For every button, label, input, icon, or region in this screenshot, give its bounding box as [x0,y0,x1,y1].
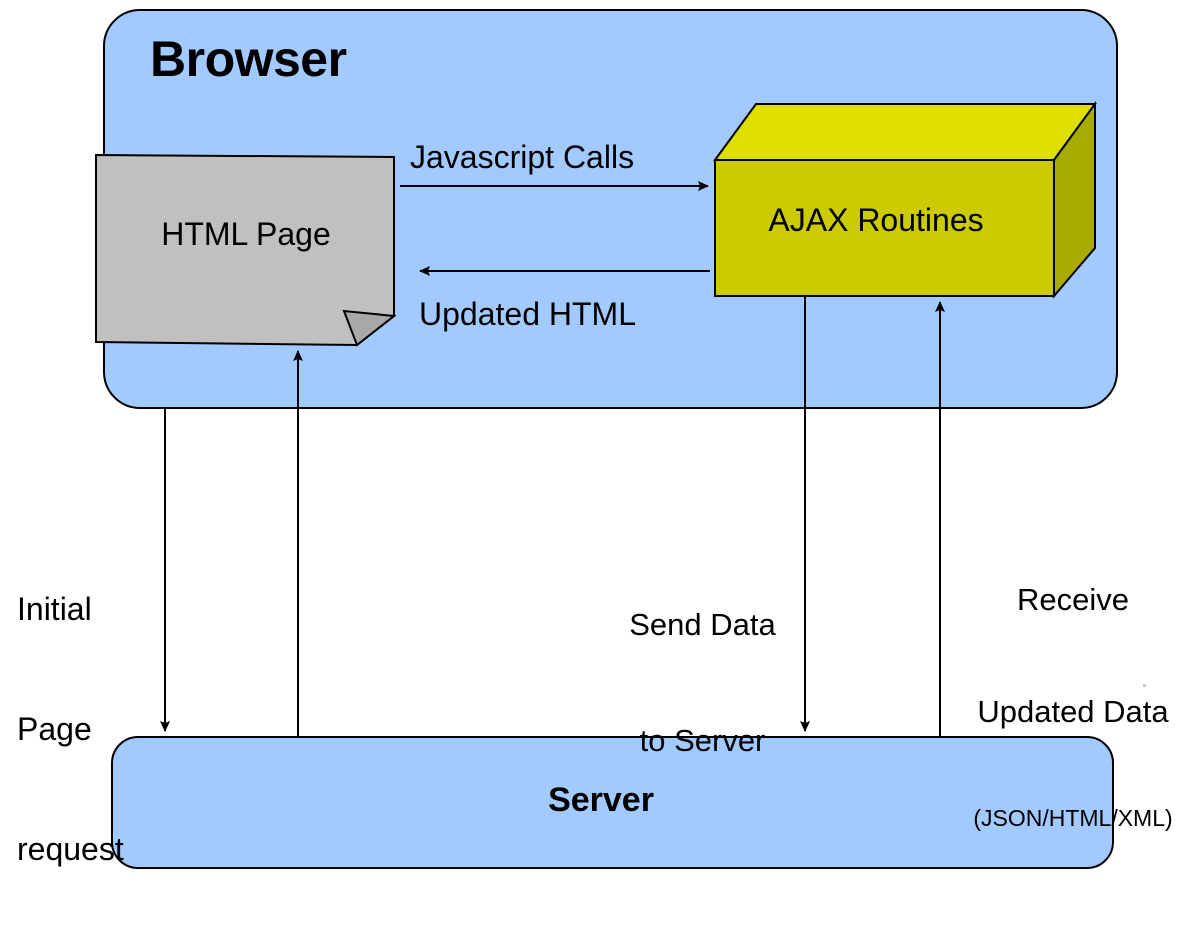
html-page-node [95,153,397,347]
ajax-cube-front-face [714,159,1055,297]
ajax-routines-node [713,100,1097,299]
initial-page-request-line-1: Initial [17,591,92,627]
browser-title: Browser [150,31,347,87]
initial-page-request-line-3: request [17,831,124,867]
server-container [111,736,1114,869]
updated-html-label: Updated HTML [419,296,636,332]
html-page-label: HTML Page [161,216,331,252]
send-data-label: Send Data to Server [590,528,815,838]
diagram-shapes [95,9,1118,869]
initial-page-request-line-2: Page [17,711,92,747]
server-title: Server [548,781,654,819]
initial-page-request-label: Initial Page request [17,509,124,949]
receive-data-line-3: (JSON/HTML/XML) [973,804,1173,831]
send-data-line-2: to Server [639,722,766,758]
receive-data-line-1: Receive [1017,582,1129,618]
ajax-cube-top-face [713,103,1097,161]
javascript-calls-label: Javascript Calls [410,139,635,175]
ajax-routines-label: AJAX Routines [768,202,984,238]
diagram-canvas: Browser HTML Page AJAX Routines Javascri… [17,9,1173,869]
receive-data-label: Receive Updated Data (JSON/HTML/XML) [948,507,1198,905]
send-data-line-1: Send Data [629,606,776,642]
html-page-fold [342,309,397,347]
receive-data-line-2: Updated Data [977,693,1169,729]
image-artifact-speck [1143,684,1146,687]
